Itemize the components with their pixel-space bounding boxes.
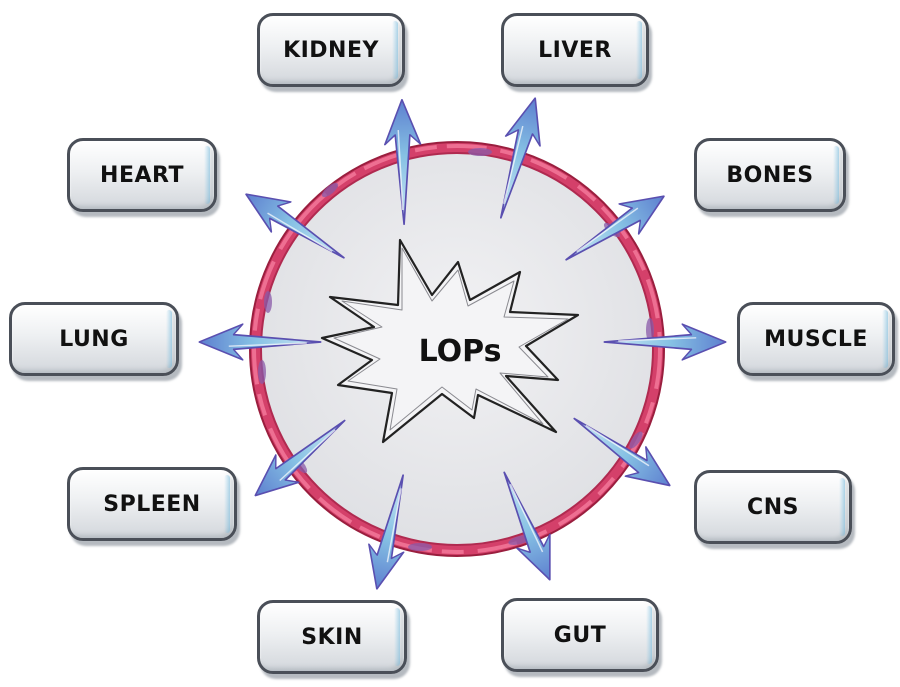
organ-box-skin: SKIN <box>257 600 407 674</box>
organ-box-cns: CNS <box>694 470 852 544</box>
organ-label-kidney: KIDNEY <box>283 38 379 63</box>
organ-label-lung: LUNG <box>59 327 129 352</box>
organ-box-spleen: SPLEEN <box>67 467 237 541</box>
organ-box-gut: GUT <box>501 598 659 672</box>
organ-label-gut: GUT <box>554 623 606 648</box>
organ-label-liver: LIVER <box>538 38 612 63</box>
organ-label-muscle: MUSCLE <box>764 327 868 352</box>
organ-box-bones: BONES <box>694 138 846 212</box>
organ-label-spleen: SPLEEN <box>103 492 200 517</box>
organ-label-skin: SKIN <box>301 625 363 650</box>
organ-box-lung: LUNG <box>9 302 179 376</box>
organ-box-kidney: KIDNEY <box>257 13 405 87</box>
organ-label-bones: BONES <box>726 163 813 188</box>
organ-box-liver: LIVER <box>501 13 649 87</box>
organ-label-cns: CNS <box>747 495 799 520</box>
center-label: LOPs <box>395 329 525 373</box>
organ-box-heart: HEART <box>67 138 217 212</box>
organ-label-heart: HEART <box>100 163 184 188</box>
organ-box-muscle: MUSCLE <box>737 302 895 376</box>
